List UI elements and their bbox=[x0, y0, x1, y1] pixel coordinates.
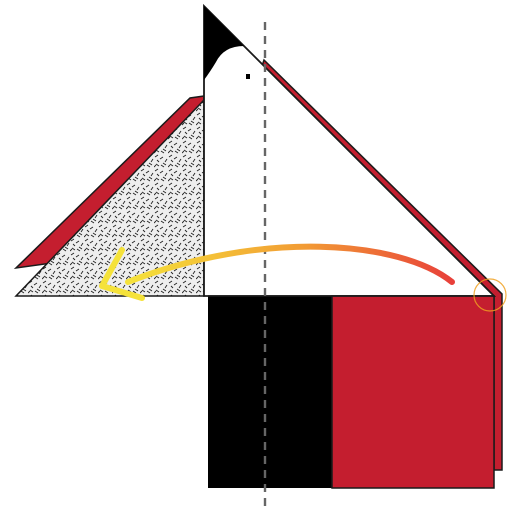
red-panel bbox=[332, 296, 494, 488]
black-panel bbox=[208, 296, 332, 488]
reference-dot bbox=[246, 74, 250, 79]
